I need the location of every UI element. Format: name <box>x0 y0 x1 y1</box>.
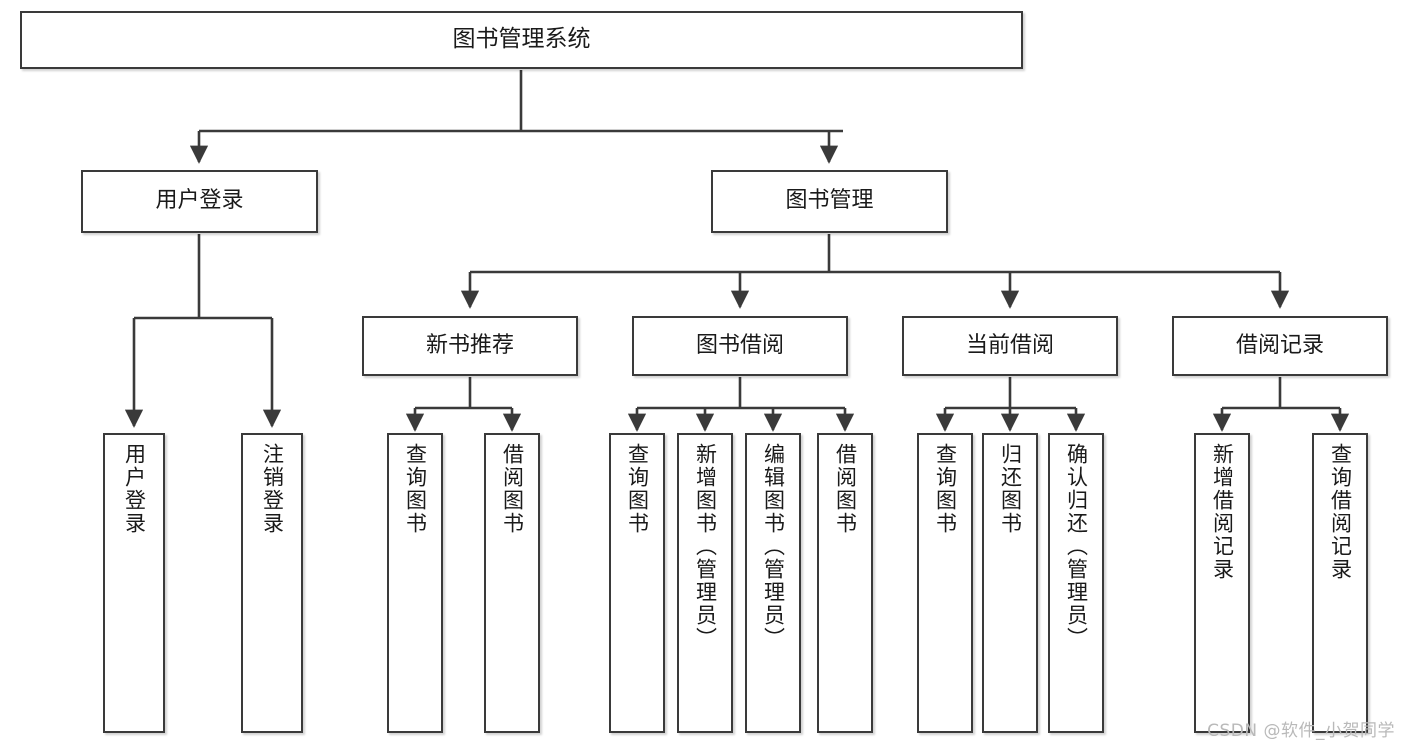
leaf-edit-book-label: 编辑图书（管理员） <box>761 443 786 650</box>
node-new-book-recommend[interactable]: 新书推荐 <box>362 316 578 376</box>
node-book-manage-label: 图书管理 <box>785 188 874 214</box>
node-book-borrow-label: 图书借阅 <box>695 332 784 358</box>
leaf-borrow-book-2-label: 借阅图书 <box>833 443 858 535</box>
leaf-confirm-return-label: 确认归还（管理员） <box>1064 443 1089 650</box>
leaf-add-record[interactable]: 新增借阅记录 <box>1194 433 1250 733</box>
leaf-query-record-label: 查询借阅记录 <box>1328 443 1353 581</box>
node-user-login-label: 用户登录 <box>155 188 244 214</box>
node-borrow-record-label: 借阅记录 <box>1235 332 1324 358</box>
leaf-user-login-label: 用户登录 <box>122 443 147 535</box>
leaf-query-book-2-label: 查询图书 <box>625 443 650 535</box>
leaf-logout[interactable]: 注销登录 <box>241 433 303 733</box>
leaf-confirm-return[interactable]: 确认归还（管理员） <box>1048 433 1104 733</box>
leaf-add-book-label: 新增图书（管理员） <box>693 443 718 650</box>
leaf-query-book-2[interactable]: 查询图书 <box>609 433 665 733</box>
leaf-return-book[interactable]: 归还图书 <box>982 433 1038 733</box>
node-book-manage[interactable]: 图书管理 <box>711 170 948 233</box>
leaf-query-book-1-label: 查询图书 <box>403 443 428 535</box>
leaf-add-record-label: 新增借阅记录 <box>1210 443 1235 581</box>
leaf-query-book-3[interactable]: 查询图书 <box>917 433 973 733</box>
leaf-user-login[interactable]: 用户登录 <box>103 433 165 733</box>
node-new-book-recommend-label: 新书推荐 <box>425 332 514 358</box>
leaf-add-book[interactable]: 新增图书（管理员） <box>677 433 733 733</box>
node-root-label: 图书管理系统 <box>452 26 591 53</box>
leaf-query-book-3-label: 查询图书 <box>933 443 958 535</box>
leaf-query-book-1[interactable]: 查询图书 <box>387 433 443 733</box>
leaf-logout-label: 注销登录 <box>260 443 285 535</box>
leaf-borrow-book-1[interactable]: 借阅图书 <box>484 433 540 733</box>
node-root[interactable]: 图书管理系统 <box>20 11 1023 69</box>
leaf-query-record[interactable]: 查询借阅记录 <box>1312 433 1368 733</box>
node-borrow-record[interactable]: 借阅记录 <box>1172 316 1388 376</box>
leaf-return-book-label: 归还图书 <box>998 443 1023 535</box>
leaf-borrow-book-2[interactable]: 借阅图书 <box>817 433 873 733</box>
node-book-borrow[interactable]: 图书借阅 <box>632 316 848 376</box>
node-user-login[interactable]: 用户登录 <box>81 170 318 233</box>
node-current-borrow-label: 当前借阅 <box>965 332 1054 358</box>
node-current-borrow[interactable]: 当前借阅 <box>902 316 1118 376</box>
leaf-edit-book[interactable]: 编辑图书（管理员） <box>745 433 801 733</box>
leaf-borrow-book-1-label: 借阅图书 <box>500 443 525 535</box>
